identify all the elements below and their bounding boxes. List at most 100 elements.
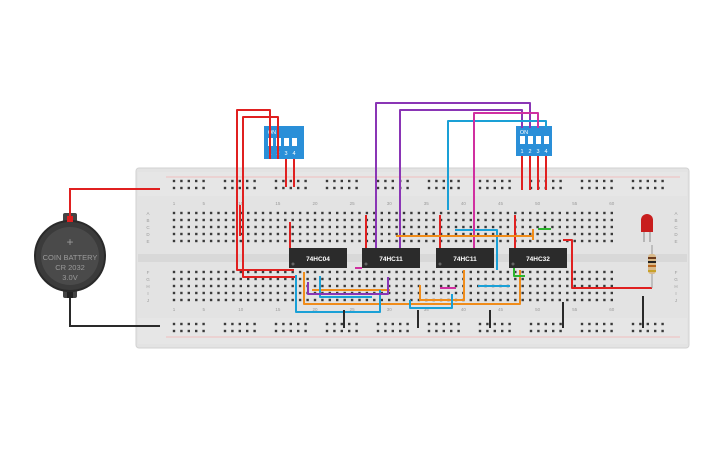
dip-switch-2-toggle-4[interactable] bbox=[544, 136, 549, 144]
column-number: 55 bbox=[572, 201, 578, 206]
breadboard-hole bbox=[432, 225, 435, 229]
battery-terminal-minus bbox=[67, 292, 73, 298]
resistor[interactable] bbox=[648, 245, 656, 288]
breadboard-hole bbox=[427, 329, 431, 333]
dip-switch-2-toggle-3[interactable] bbox=[536, 136, 541, 144]
breadboard-hole bbox=[529, 291, 532, 295]
wire-cyan-4[interactable] bbox=[319, 276, 372, 298]
breadboard-hole bbox=[373, 284, 376, 288]
breadboard-hole bbox=[336, 225, 339, 229]
breadboard-hole bbox=[447, 291, 450, 295]
breadboard-hole bbox=[195, 322, 198, 326]
breadboard-hole bbox=[388, 291, 391, 295]
wire-red-dip1-a[interactable] bbox=[236, 109, 294, 271]
breadboard-top-rail-area bbox=[138, 172, 687, 196]
breadboard-hole bbox=[603, 298, 606, 302]
column-number: 5 bbox=[202, 201, 205, 206]
breadboard-hole bbox=[298, 284, 302, 288]
breadboard-hole bbox=[595, 284, 599, 288]
battery-model: CR 2032 bbox=[55, 263, 85, 272]
wire-red-led[interactable] bbox=[563, 239, 652, 289]
column-number: 55 bbox=[572, 307, 578, 312]
breadboard-hole bbox=[588, 225, 591, 229]
wire-cyan-2[interactable] bbox=[455, 229, 498, 270]
chip-1[interactable]: 74HC04 bbox=[289, 248, 347, 268]
chip-2[interactable]: 74HC11 bbox=[362, 248, 420, 268]
breadboard-hole bbox=[508, 322, 511, 326]
breadboard-hole bbox=[552, 329, 555, 333]
breadboard-hole bbox=[536, 239, 539, 243]
wire-green-2[interactable] bbox=[513, 268, 525, 277]
breadboard-hole bbox=[410, 239, 413, 243]
breadboard-hole bbox=[209, 218, 213, 222]
breadboard-hole bbox=[501, 329, 504, 333]
chip-4[interactable]: 74HC32 bbox=[509, 248, 567, 268]
breadboard-hole bbox=[321, 298, 324, 302]
breadboard-hole bbox=[432, 277, 435, 281]
breadboard-hole bbox=[306, 211, 309, 215]
coin-battery[interactable]: + COIN BATTERY CR 2032 3.0V bbox=[34, 213, 106, 298]
breadboard-hole bbox=[291, 211, 294, 215]
breadboard-hole bbox=[343, 211, 346, 215]
breadboard-hole bbox=[447, 239, 450, 243]
breadboard-hole bbox=[276, 239, 280, 243]
dip-switch-1-toggle-4[interactable] bbox=[292, 138, 297, 146]
breadboard-hole bbox=[477, 277, 480, 281]
breadboard-hole bbox=[217, 277, 220, 281]
breadboard-hole bbox=[388, 277, 391, 281]
breadboard-hole bbox=[425, 239, 428, 243]
wire-magenta-1[interactable] bbox=[473, 112, 539, 248]
breadboard-hole bbox=[454, 218, 458, 222]
breadboard-hole bbox=[217, 284, 220, 288]
breadboard-hole bbox=[566, 270, 569, 274]
breadboard-hole bbox=[209, 232, 213, 236]
breadboard-hole bbox=[209, 211, 213, 215]
wire-battery-positive[interactable] bbox=[69, 188, 160, 216]
dip-switch-2-toggle-1[interactable] bbox=[520, 136, 525, 144]
breadboard-hole bbox=[180, 298, 183, 302]
breadboard-hole bbox=[246, 329, 249, 333]
breadboard-hole bbox=[506, 277, 510, 281]
wire-purple-1[interactable] bbox=[375, 102, 531, 248]
column-number: 1 bbox=[173, 201, 176, 206]
wire-cyan-1[interactable] bbox=[447, 120, 547, 210]
chip-3[interactable]: 74HC11 bbox=[436, 248, 494, 268]
wire-purple-3[interactable] bbox=[307, 277, 389, 295]
wire-battery-negative[interactable] bbox=[69, 298, 160, 327]
breadboard-hole bbox=[580, 277, 584, 281]
breadboard-hole bbox=[469, 277, 472, 281]
wire-red-dip1-b[interactable] bbox=[242, 116, 295, 278]
breadboard-hole bbox=[603, 211, 606, 215]
breadboard-hole bbox=[254, 277, 257, 281]
breadboard-hole bbox=[254, 232, 257, 236]
breadboard-hole bbox=[195, 329, 198, 333]
breadboard-hole bbox=[580, 186, 584, 190]
dip-switch-1-toggle-3[interactable] bbox=[284, 138, 289, 146]
breadboard-hole bbox=[442, 179, 445, 183]
dip-switch-2[interactable]: ON 1 2 3 4 bbox=[516, 126, 552, 156]
breadboard-hole bbox=[399, 329, 402, 333]
breadboard-hole bbox=[447, 211, 450, 215]
wire-cyan-5[interactable] bbox=[409, 294, 453, 309]
wire-orange-3[interactable] bbox=[419, 270, 465, 301]
breadboard-hole bbox=[276, 277, 280, 281]
wire-orange-4[interactable] bbox=[303, 270, 521, 305]
breadboard-hole bbox=[580, 211, 584, 215]
breadboard-hole bbox=[402, 284, 406, 288]
wire-red-dip2[interactable] bbox=[521, 156, 547, 190]
breadboard-hole bbox=[380, 225, 383, 229]
row-letter: E bbox=[674, 239, 677, 244]
dip-switch-2-toggle-2[interactable] bbox=[528, 136, 533, 144]
wire-cyan-3[interactable] bbox=[295, 275, 381, 313]
led[interactable] bbox=[641, 214, 653, 242]
battery-voltage: 3.0V bbox=[62, 273, 77, 282]
breadboard-hole bbox=[491, 218, 495, 222]
row-letter: I bbox=[675, 291, 676, 296]
breadboard-hole bbox=[551, 225, 554, 229]
breadboard-hole bbox=[610, 322, 613, 326]
wire-purple-2[interactable] bbox=[399, 109, 523, 248]
column-number: 20 bbox=[312, 201, 318, 206]
breadboard-hole bbox=[478, 322, 482, 326]
column-number: 10 bbox=[238, 201, 244, 206]
breadboard-hole bbox=[603, 322, 606, 326]
